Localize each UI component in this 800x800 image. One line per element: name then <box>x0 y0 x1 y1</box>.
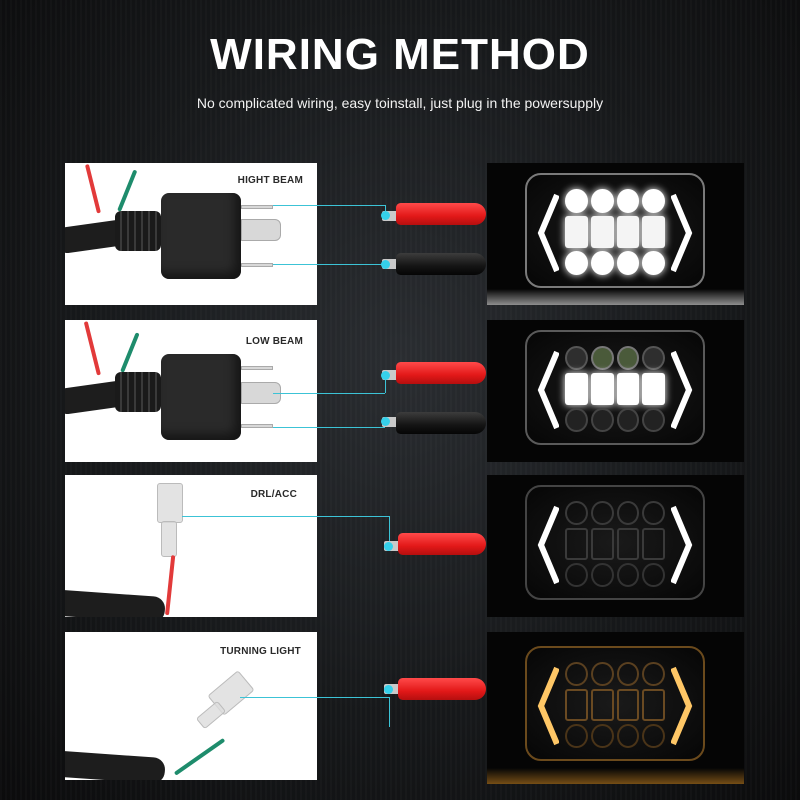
drl-arrow-right-icon <box>670 505 693 585</box>
light-glow <box>487 289 744 305</box>
headlight <box>525 485 705 600</box>
connection-point <box>381 417 390 426</box>
wiring-row-turning-light: TURNING LIGHT <box>0 632 800 784</box>
red-wire <box>84 164 101 214</box>
label-high-beam: HIGHT BEAM <box>237 175 303 186</box>
red-alligator-clip <box>396 362 486 384</box>
black-cable <box>65 588 166 617</box>
label-low-beam: LOW BEAM <box>245 336 303 347</box>
terminal-sleeve <box>161 521 177 557</box>
wiring-row-drl-acc: DRL/ACC <box>0 475 800 620</box>
headlight-low-beam-photo <box>487 320 744 462</box>
clip-jaw <box>382 259 398 269</box>
connection-point <box>384 542 393 551</box>
connection-point <box>381 371 390 380</box>
wiring-row-high-beam: HIGHT BEAM <box>0 163 800 308</box>
drl-arrow-right-icon <box>670 350 693 430</box>
prong-bottom <box>241 263 273 267</box>
connection-point <box>381 260 390 269</box>
headlight <box>525 330 705 445</box>
connection-point <box>384 685 393 694</box>
drl-arrow-left-icon <box>537 193 560 273</box>
drl-arrow-left-icon <box>537 350 560 430</box>
headlight-high-beam-photo <box>487 163 744 305</box>
black-alligator-clip <box>396 412 486 434</box>
clip-jaw <box>382 211 398 221</box>
red-alligator-clip <box>398 533 486 555</box>
clip-jaw <box>382 417 398 427</box>
headlight <box>525 646 705 761</box>
prong-top <box>241 205 273 209</box>
led-array <box>565 501 665 587</box>
prong-bottom <box>241 424 273 428</box>
connector-line-drop <box>389 697 390 727</box>
black-alligator-clip <box>396 253 486 275</box>
spade-terminal-photo: DRL/ACC <box>65 475 317 617</box>
turn-arrow-right-icon <box>670 666 693 746</box>
plug-grommet <box>115 372 161 412</box>
headlight <box>525 173 705 288</box>
h4-plug-photo: LOW BEAM <box>65 320 317 462</box>
led-array <box>565 346 665 432</box>
headlight-drl-photo <box>487 475 744 617</box>
led-array <box>565 189 665 275</box>
light-glow <box>487 768 744 784</box>
green-wire <box>173 737 226 776</box>
drl-arrow-left-icon <box>537 505 560 585</box>
label-turning-light: TURNING LIGHT <box>220 646 301 657</box>
connector-line-drop <box>389 516 390 545</box>
spade-terminal <box>157 483 183 523</box>
red-alligator-clip <box>396 203 486 225</box>
page-subtitle: No complicated wiring, easy toinstall, j… <box>196 95 604 111</box>
terminal-sleeve <box>195 700 227 730</box>
spade-terminal-photo: TURNING LIGHT <box>65 632 317 780</box>
connector-line-top-drop <box>385 205 386 215</box>
connector-line-top <box>273 393 385 394</box>
h4-plug-body <box>161 354 241 440</box>
connector-line-bottom <box>273 264 385 265</box>
drl-arrow-right-icon <box>670 193 693 273</box>
connection-point <box>381 211 390 220</box>
prong-top <box>241 366 273 370</box>
black-cable <box>65 749 166 780</box>
connector-line <box>240 697 389 698</box>
red-wire <box>83 321 101 376</box>
h4-plug-photo: HIGHT BEAM <box>65 163 317 305</box>
prong-middle <box>241 219 281 241</box>
wiring-row-low-beam: LOW BEAM <box>0 320 800 465</box>
red-wire <box>165 555 176 616</box>
turn-arrow-left-icon <box>537 666 560 746</box>
connector-line-bottom <box>273 427 385 428</box>
label-drl-acc: DRL/ACC <box>250 489 297 500</box>
connector-line-top-rise <box>385 370 386 393</box>
plug-grommet <box>115 211 161 251</box>
green-wire <box>117 169 138 212</box>
green-wire <box>120 332 140 373</box>
connector-line <box>182 516 389 517</box>
headlight-turn-signal-photo <box>487 632 744 784</box>
clip-jaw <box>382 370 398 380</box>
h4-plug-body <box>161 193 241 279</box>
page-title: WIRING METHOD <box>210 30 590 79</box>
connector-line-top <box>273 205 385 206</box>
red-alligator-clip <box>398 678 486 700</box>
led-array <box>565 662 665 748</box>
